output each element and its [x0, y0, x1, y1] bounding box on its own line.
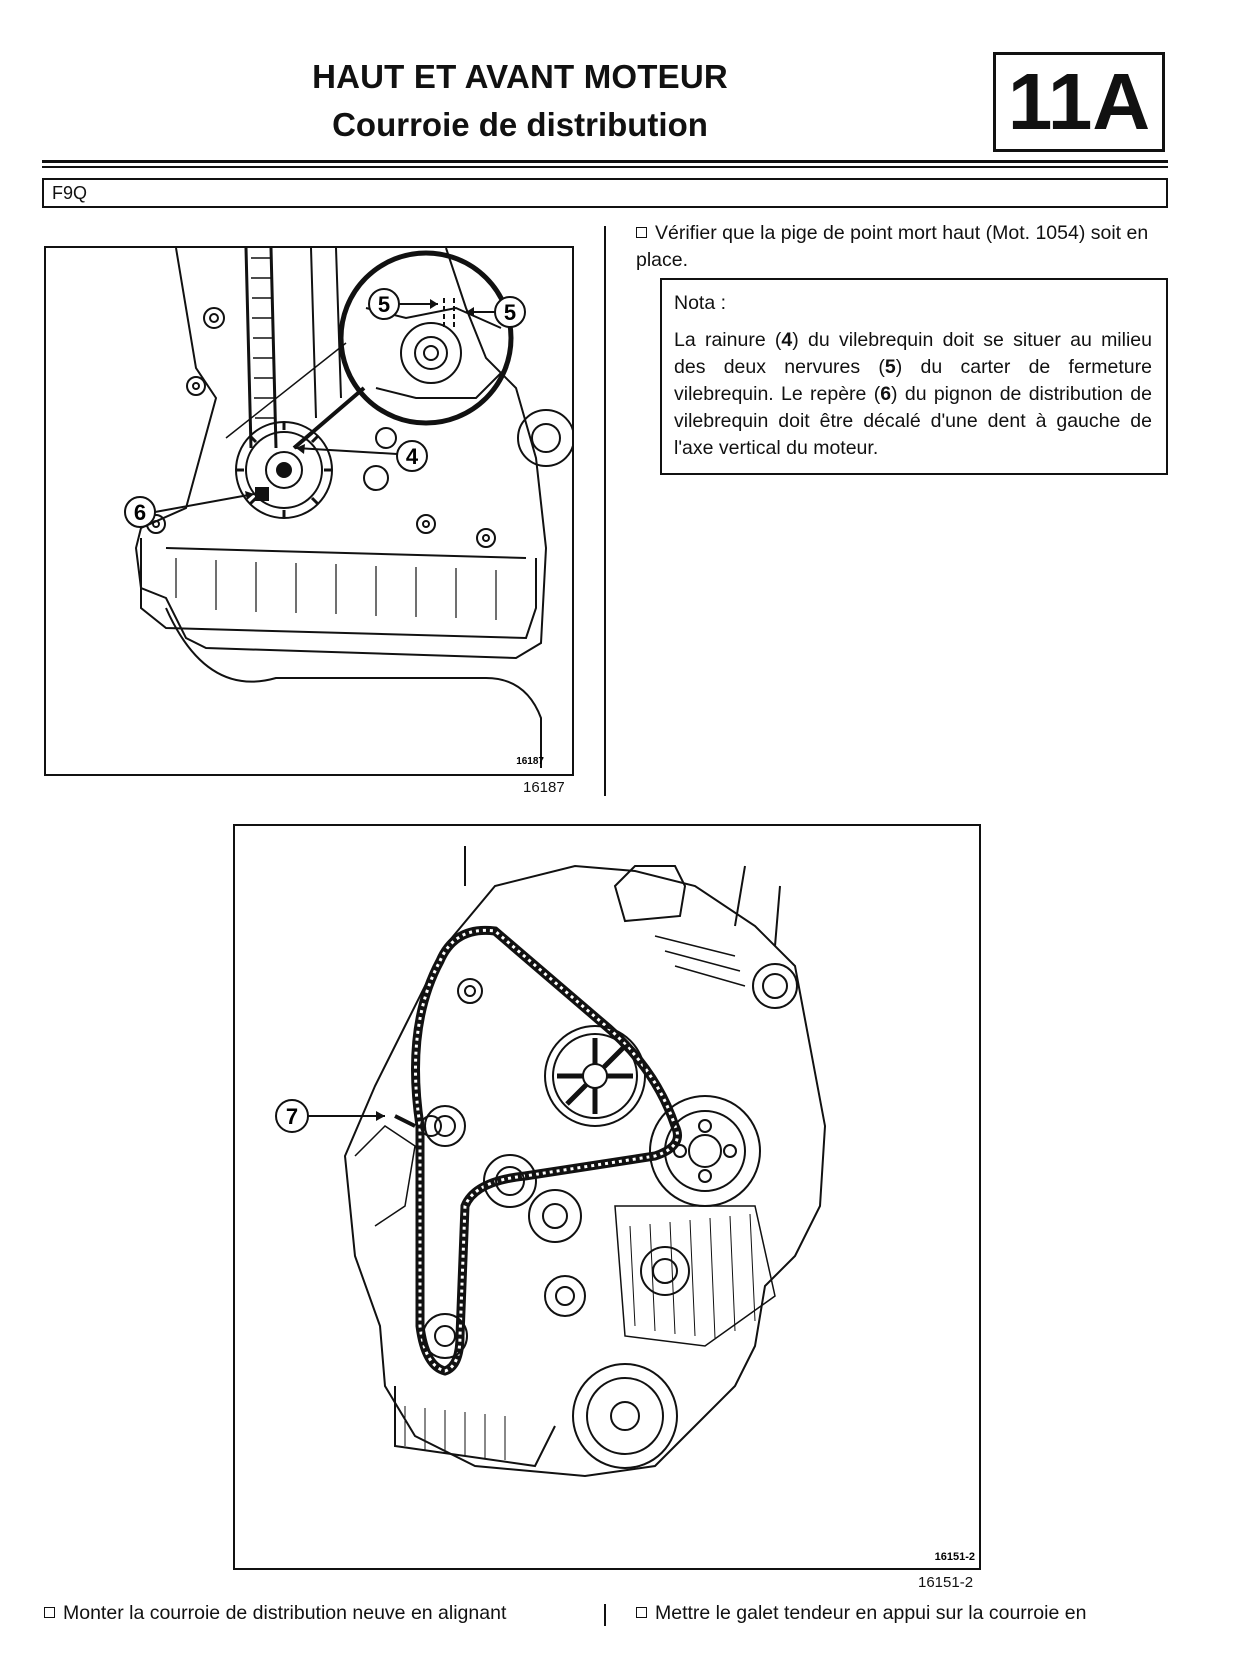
callout-6: 6	[124, 491, 255, 528]
svg-text:6: 6	[134, 500, 146, 525]
nota-body: La rainure (4) du vilebrequin doit se si…	[674, 329, 1152, 459]
nota-heading: Nota :	[674, 292, 727, 314]
page-title: HAUT ET AVANT MOTEUR	[312, 58, 728, 95]
nota-box: Nota : La rainure (4) du vilebrequin doi…	[660, 278, 1168, 475]
step-fit-new-belt: Monter la courroie de distribution neuve…	[44, 1600, 584, 1627]
engine-front-drawing: 5 5 4 6 16187	[124, 247, 575, 768]
callout-5-left: 5	[368, 288, 438, 320]
checkbox-icon	[636, 1607, 647, 1618]
page-subtitle: Courroie de distribution	[332, 106, 708, 143]
checkbox-icon	[636, 227, 647, 238]
model-bar: F9Q	[42, 178, 1168, 208]
figure1-caption-ref: 16187	[523, 779, 565, 796]
checkbox-icon	[44, 1607, 55, 1618]
figure-timing-belt-assembly: 7 16151-2	[233, 824, 981, 1570]
section-code-box: 11A	[993, 52, 1165, 152]
svg-text:4: 4	[406, 444, 419, 469]
step-verify-pin: Vérifier que la pige de point mort haut …	[636, 220, 1168, 274]
model-label: F9Q	[52, 183, 88, 203]
step-tensioner: Mettre le galet tendeur en appui sur la …	[636, 1600, 1176, 1627]
column-divider	[604, 226, 606, 796]
header-rule	[42, 160, 1168, 163]
engine-timing-belt-drawing: 7 16151-2	[275, 846, 975, 1563]
column-divider-bottom	[604, 1604, 606, 1626]
section-code: 11A	[1007, 57, 1151, 146]
figure2-inner-ref: 16151-2	[935, 1551, 975, 1563]
figure1-inner-ref: 16187	[516, 756, 544, 767]
figure-crankshaft-detail: 5 5 4 6 16187	[44, 246, 575, 776]
callout-5-right: 5	[466, 296, 526, 328]
svg-text:7: 7	[286, 1104, 298, 1129]
header-rule-thin	[42, 166, 1168, 168]
callout-7: 7	[275, 1099, 385, 1133]
callout-4: 4	[295, 440, 428, 472]
step-verify-pin-text: Vérifier que la pige de point mort haut …	[636, 222, 1149, 271]
svg-text:5: 5	[378, 292, 390, 317]
svg-text:5: 5	[504, 300, 516, 325]
figure2-caption-ref: 16151-2	[918, 1574, 974, 1591]
